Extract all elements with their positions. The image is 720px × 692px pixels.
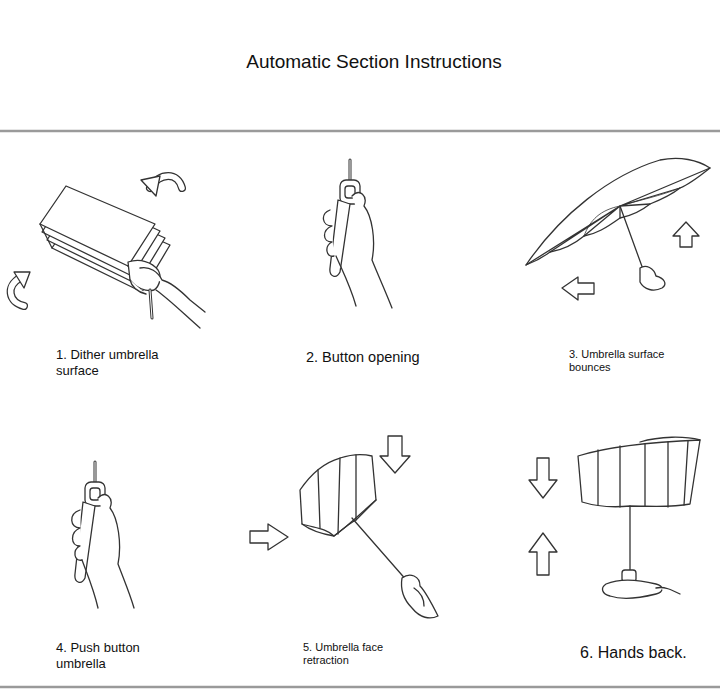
step-caption: 2. Button opening xyxy=(306,349,476,366)
open-umbrella xyxy=(526,158,710,290)
hand-holding-handle xyxy=(72,462,134,608)
direction-arrow xyxy=(529,458,557,575)
closed-umbrella xyxy=(578,437,700,598)
step-caption: 6. Hands back. xyxy=(580,643,715,662)
step-caption: 4. Push button umbrella xyxy=(56,640,178,671)
step-caption: 3. Umbrella surface bounces xyxy=(569,348,691,374)
closing-umbrella xyxy=(300,455,438,618)
folded-umbrella xyxy=(40,186,170,292)
rotate-arrow xyxy=(11,176,182,306)
divider-line xyxy=(0,130,720,133)
retract-arrow xyxy=(250,436,410,550)
divider-line xyxy=(0,686,720,689)
step-caption: 1. Dither umbrella surface xyxy=(56,347,192,378)
step-caption: 5. Umbrella face retraction xyxy=(303,641,407,667)
hand xyxy=(128,260,205,328)
page-title: Automatic Section Instructions xyxy=(4,51,720,74)
bounce-arrow xyxy=(562,222,699,300)
hand-holding-handle xyxy=(323,160,392,308)
